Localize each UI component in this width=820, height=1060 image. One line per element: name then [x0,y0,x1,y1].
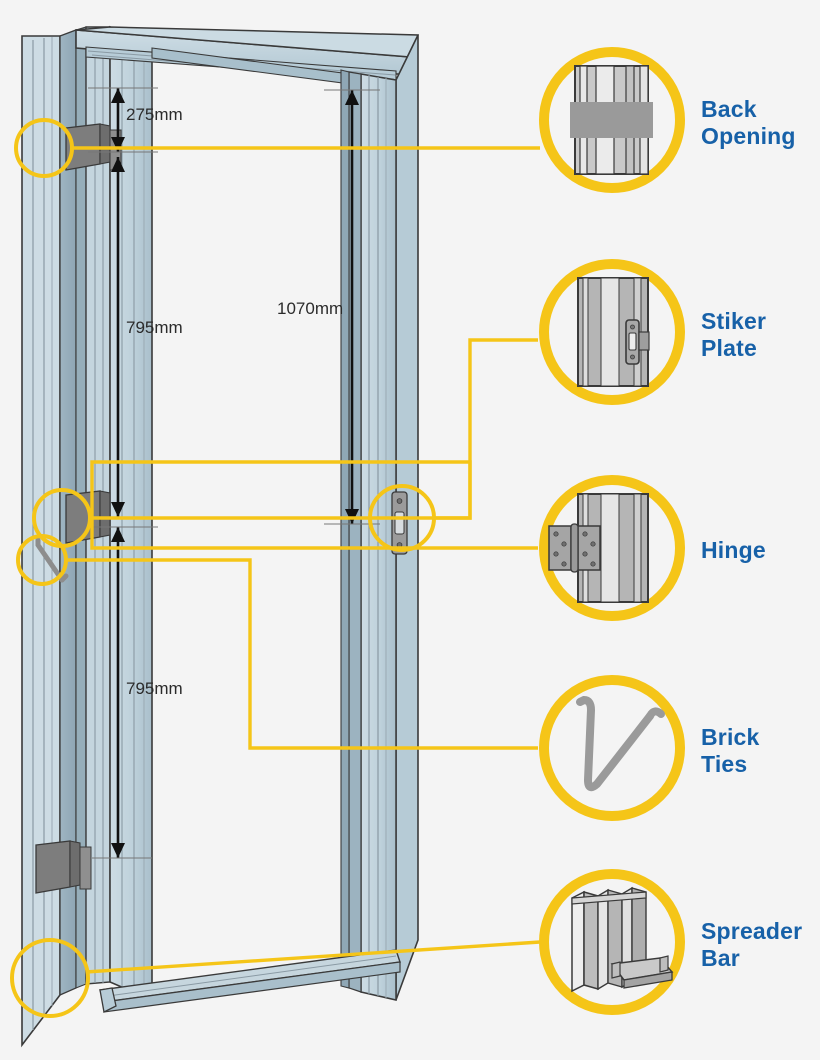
left-jamb [21,29,77,1048]
dimension-795mm-lower: 795mm [126,679,183,698]
door-frame-assembly [21,25,420,1048]
leader-spreader-bar [85,940,541,974]
keep-plate-bottom [79,846,92,890]
highlight-spreader-bar [10,938,90,1018]
callout-label-spreader-bar: Spreader Bar [701,918,803,972]
brick-tie-icon [576,695,665,792]
leader-brick-ties [66,558,538,750]
leader-striker-plate [434,338,538,520]
spreader-bar-installed [99,949,401,1013]
dimension-1070mm: 1070mm [277,299,344,318]
brick-tie-installed [35,537,69,583]
frame-section-icon [570,65,653,175]
callout-label-brick-ties: Brick Ties [701,724,760,778]
butt-hinge-icon [548,493,649,603]
callout-brick-ties [539,675,685,821]
callout-label-hinge: Hinge [701,537,766,563]
callout-label-striker-plate: Stiker Plate [701,308,767,362]
leader-hinge [90,460,538,550]
callout-label-back-opening: Back Opening [701,96,796,150]
striker-plate-installed [391,491,408,555]
spreader-bar-icon [571,886,674,993]
dimension-275mm: 275mm [126,105,183,124]
hinge-block-bottom [35,840,81,894]
callout-striker-plate [539,259,685,405]
dimension-795mm-upper: 795mm [126,318,183,337]
callout-spreader-bar [539,869,685,1015]
callout-hinge [539,475,685,621]
leader-lines [66,146,541,974]
callout-back-opening [539,47,685,193]
striker-plate-icon [577,277,650,387]
